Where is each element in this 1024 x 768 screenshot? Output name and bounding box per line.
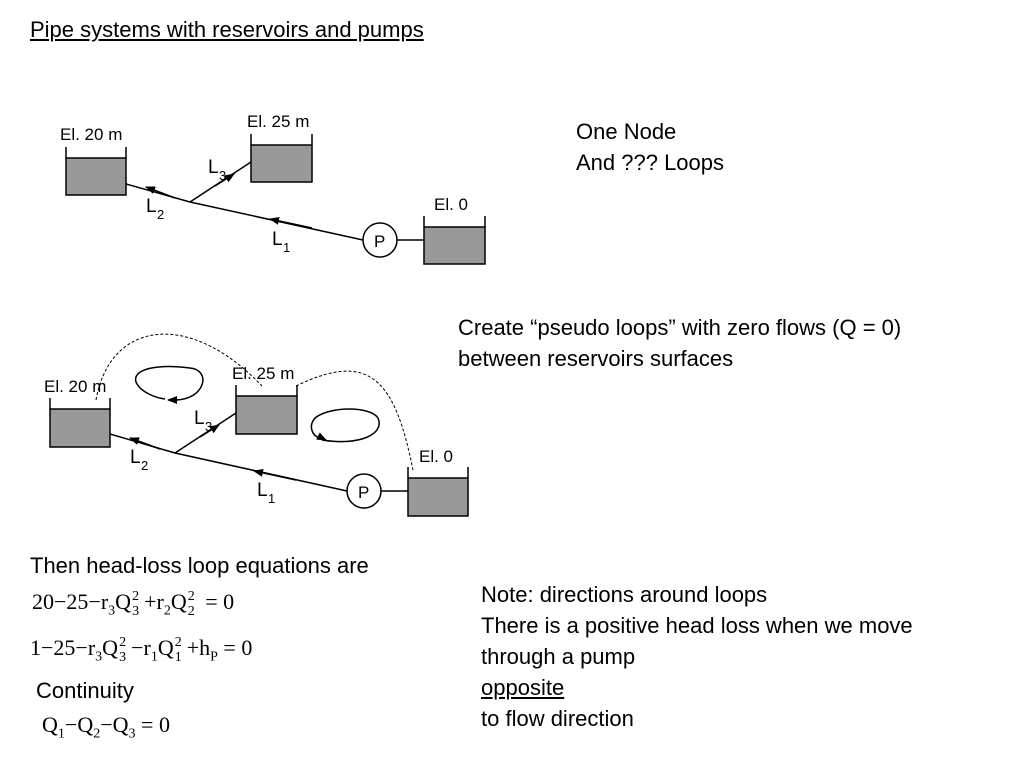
pipe-l2 xyxy=(109,433,176,454)
pipe-label-l1: L xyxy=(257,480,268,501)
pseudo-loop-link-2 xyxy=(295,370,414,471)
svg-text:2: 2 xyxy=(157,207,164,222)
reservoir-top-elevation: El. 25 m xyxy=(232,364,294,383)
reservoir-left xyxy=(49,398,111,448)
reservoir-top xyxy=(235,385,298,435)
pseudo-loops-note: Create “pseudo loops” with zero flows (Q… xyxy=(458,315,902,371)
reservoir-left xyxy=(65,147,127,196)
loop-arrow-2 xyxy=(310,408,380,443)
pipe-l2 xyxy=(125,183,191,203)
pump: P xyxy=(346,473,382,509)
pipe-label-l2: L xyxy=(146,196,157,217)
reservoir-top xyxy=(250,134,313,183)
svg-text:P: P xyxy=(374,232,385,251)
reservoir-top-elevation: El. 25 m xyxy=(247,112,309,131)
page-title: Pipe systems with reservoirs and pumps xyxy=(30,17,424,42)
svg-text:1: 1 xyxy=(268,491,275,506)
pseudo-loop-link-1 xyxy=(95,333,263,401)
reservoir-right xyxy=(423,216,486,265)
svg-text:2: 2 xyxy=(141,458,148,473)
one-node-note: One Node And ??? Loops xyxy=(576,119,725,175)
loop-arrow-1 xyxy=(135,365,204,401)
svg-text:3: 3 xyxy=(219,168,226,183)
continuity-equation: Q1−Q2−Q3 = 0 xyxy=(42,712,170,742)
reservoir-right-elevation: El. 0 xyxy=(434,195,468,214)
pipe-label-l3: L xyxy=(208,157,219,178)
direction-note: Note: directions around loops There is a… xyxy=(481,582,913,731)
reservoir-right-elevation: El. 0 xyxy=(419,447,453,466)
svg-text:P: P xyxy=(358,483,369,502)
reservoir-right xyxy=(407,467,469,517)
reservoir-left-elevation: El. 20 m xyxy=(44,377,106,396)
equations-heading: Then head-loss loop equations are xyxy=(30,553,369,578)
pipe-label-l1: L xyxy=(272,229,283,250)
svg-text:3: 3 xyxy=(205,419,212,434)
pipe-label-l2: L xyxy=(130,447,141,468)
pipe-label-l3: L xyxy=(194,408,205,429)
reservoir-left-elevation: El. 20 m xyxy=(60,125,122,144)
continuity-label: Continuity xyxy=(36,678,134,703)
svg-text:1: 1 xyxy=(283,240,290,255)
pump: P xyxy=(362,222,398,258)
